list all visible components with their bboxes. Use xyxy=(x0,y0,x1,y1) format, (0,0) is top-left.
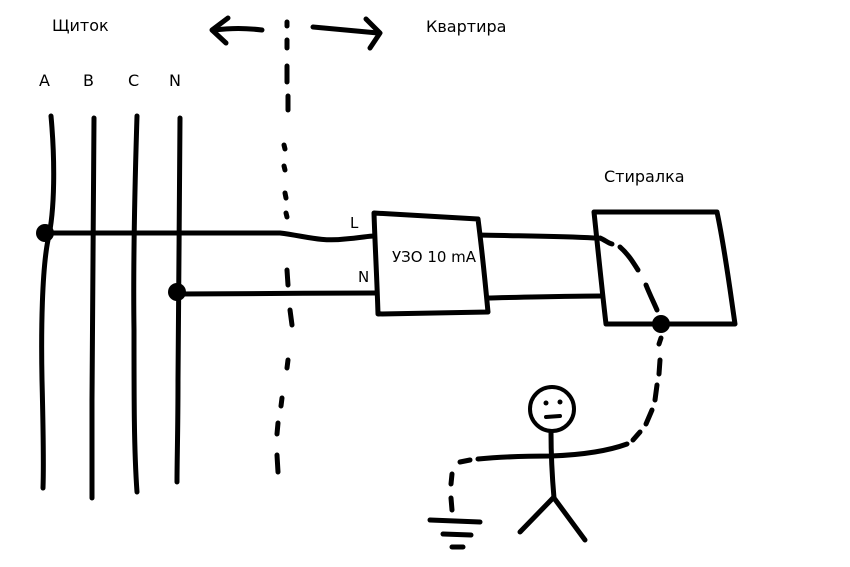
bus-a-wire xyxy=(39,113,57,491)
ground-path-dashed xyxy=(448,457,473,513)
phase-wire xyxy=(42,230,377,243)
rcd-box xyxy=(371,210,491,317)
person-figure xyxy=(475,385,630,543)
bus-c-wire xyxy=(131,113,140,495)
neutral-wire xyxy=(174,290,379,297)
person-body xyxy=(548,429,557,501)
terminal-l-label: L xyxy=(350,214,359,232)
person-head xyxy=(528,385,576,433)
terminal-n-label: N xyxy=(358,268,369,286)
rcd-label: УЗО 10 mA xyxy=(392,248,477,266)
person-right-eye xyxy=(557,399,563,405)
person-left-leg xyxy=(517,495,556,535)
rcd-to-washer-phase-wire xyxy=(477,232,597,241)
bus-n-wire xyxy=(174,115,183,485)
boundary-dashed-line xyxy=(274,19,295,475)
apartment-title: Квартира xyxy=(426,17,506,36)
ground-icon xyxy=(427,517,483,550)
bus-n-label: N xyxy=(169,71,181,90)
person-right-leg xyxy=(551,495,588,543)
person-left-eye xyxy=(543,400,549,406)
leakage-path-dashed xyxy=(630,335,664,443)
person-mouth xyxy=(544,414,562,419)
bus-a-label: A xyxy=(39,71,50,90)
washer-box xyxy=(591,209,738,327)
panel-title: Щиток xyxy=(52,16,109,35)
bus-b-label: B xyxy=(83,71,94,90)
washer-chassis-dot xyxy=(652,315,670,333)
left-arrow-icon xyxy=(209,15,265,46)
right-arrow-icon xyxy=(310,16,383,51)
washer-title: Стиралка xyxy=(604,167,685,186)
bus-b-wire xyxy=(89,115,97,501)
bus-c-label: C xyxy=(128,71,139,90)
person-arms xyxy=(475,441,630,462)
rcd-to-washer-neutral-wire xyxy=(485,293,605,301)
fault-path-dashed xyxy=(597,235,660,313)
